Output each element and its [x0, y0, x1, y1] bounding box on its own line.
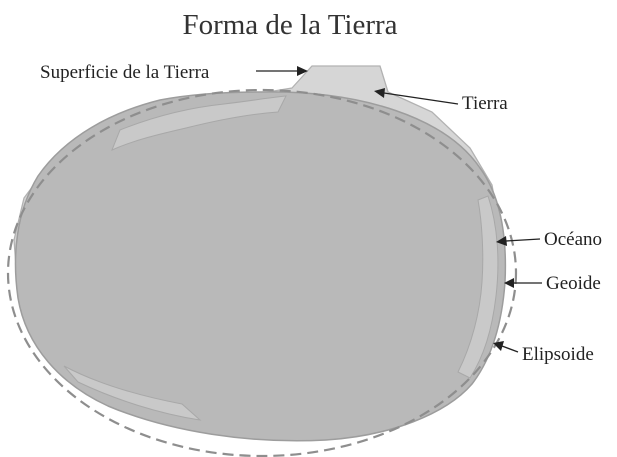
land-patch-top — [111, 95, 287, 151]
diagram-title: Forma de la Tierra — [182, 9, 397, 41]
label-elipsoide: Elipsoide — [522, 344, 594, 365]
ellipsoid-shape — [6, 88, 518, 457]
leader-elipsoide — [501, 345, 519, 353]
land-patch-right — [457, 195, 499, 379]
arrow-geoide — [504, 278, 514, 288]
leader-oceano — [505, 238, 541, 242]
label-geoide: Geoide — [546, 273, 601, 294]
label-superficie: Superficie de la Tierra — [40, 62, 210, 83]
arrow-superficie — [297, 66, 308, 76]
geoid-shape — [14, 91, 507, 442]
label-oceano: Océano — [544, 229, 602, 250]
leader-tierra — [383, 92, 459, 105]
arrow-elipsoide — [493, 341, 504, 351]
arrow-oceano — [496, 236, 507, 246]
label-tierra: Tierra — [462, 93, 508, 114]
land-patch-bottom — [63, 365, 202, 421]
arrow-tierra — [374, 88, 385, 98]
